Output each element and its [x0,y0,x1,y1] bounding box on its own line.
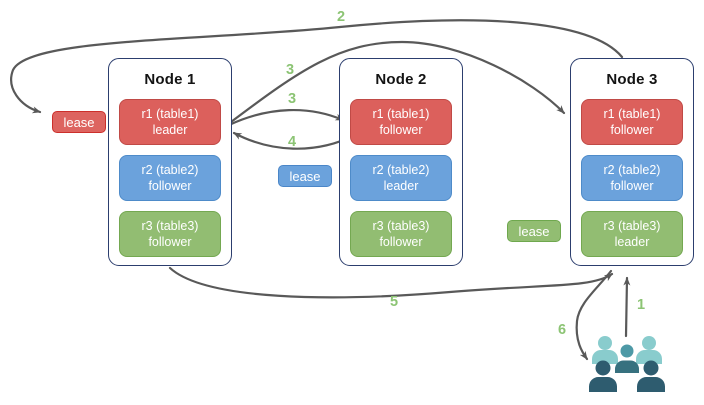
step-label-2: 2 [336,9,346,25]
lease-badge-r1: lease [52,111,106,133]
node-2-range-r3: r3 (table3) follower [350,211,452,257]
arrow-step-3-short [227,109,345,127]
node-3: Node 3 r1 (table1) follower r2 (table2) … [570,58,694,266]
range-name: r3 (table3) [603,218,661,233]
range-name: r1 (table1) [372,106,430,121]
arrow-step-2 [10,19,624,114]
node-3-title: Node 3 [606,71,658,88]
users-group-icon [589,336,665,392]
step-label-4: 4 [287,134,297,150]
range-name: r2 (table2) [372,162,430,177]
range-role: follower [379,235,423,249]
arrow-step-5 [168,266,614,299]
arrow-step-3-long [229,40,566,124]
range-name: r3 (table3) [141,218,199,233]
step-label-6: 6 [557,322,567,338]
node-1-range-r3: r3 (table3) follower [119,211,221,257]
range-role: follower [610,123,654,137]
node-2-range-r1: r1 (table1) follower [350,99,452,145]
step-label-5: 5 [389,294,399,310]
node-1-title: Node 1 [144,71,196,88]
lease-badge-r3: lease [507,220,561,242]
node-3-range-r2: r2 (table2) follower [581,155,683,201]
node-2: Node 2 r1 (table1) follower r2 (table2) … [339,58,463,266]
range-role: follower [148,179,192,193]
arrow-step-6 [575,269,613,361]
node-3-range-r3: r3 (table3) leader [581,211,683,257]
node-1-range-r1: r1 (table1) leader [119,99,221,145]
range-role: leader [614,235,650,249]
range-name: r3 (table3) [372,218,430,233]
step-label-1: 1 [636,297,646,313]
node-2-range-r2: r2 (table2) leader [350,155,452,201]
range-role: follower [610,179,654,193]
node-3-range-r1: r1 (table1) follower [581,99,683,145]
arrow-step-1 [623,276,631,338]
range-name: r2 (table2) [141,162,199,177]
range-role: leader [152,123,188,137]
range-role: follower [379,123,423,137]
range-name: r2 (table2) [603,162,661,177]
node-2-title: Node 2 [375,71,427,88]
node-1: Node 1 r1 (table1) leader r2 (table2) fo… [108,58,232,266]
range-role: leader [383,179,419,193]
step-label-3a: 3 [285,62,295,78]
node-1-range-r2: r2 (table2) follower [119,155,221,201]
step-label-3b: 3 [287,91,297,107]
range-name: r1 (table1) [603,106,661,121]
lease-badge-r2: lease [278,165,332,187]
range-name: r1 (table1) [141,106,199,121]
range-role: follower [148,235,192,249]
